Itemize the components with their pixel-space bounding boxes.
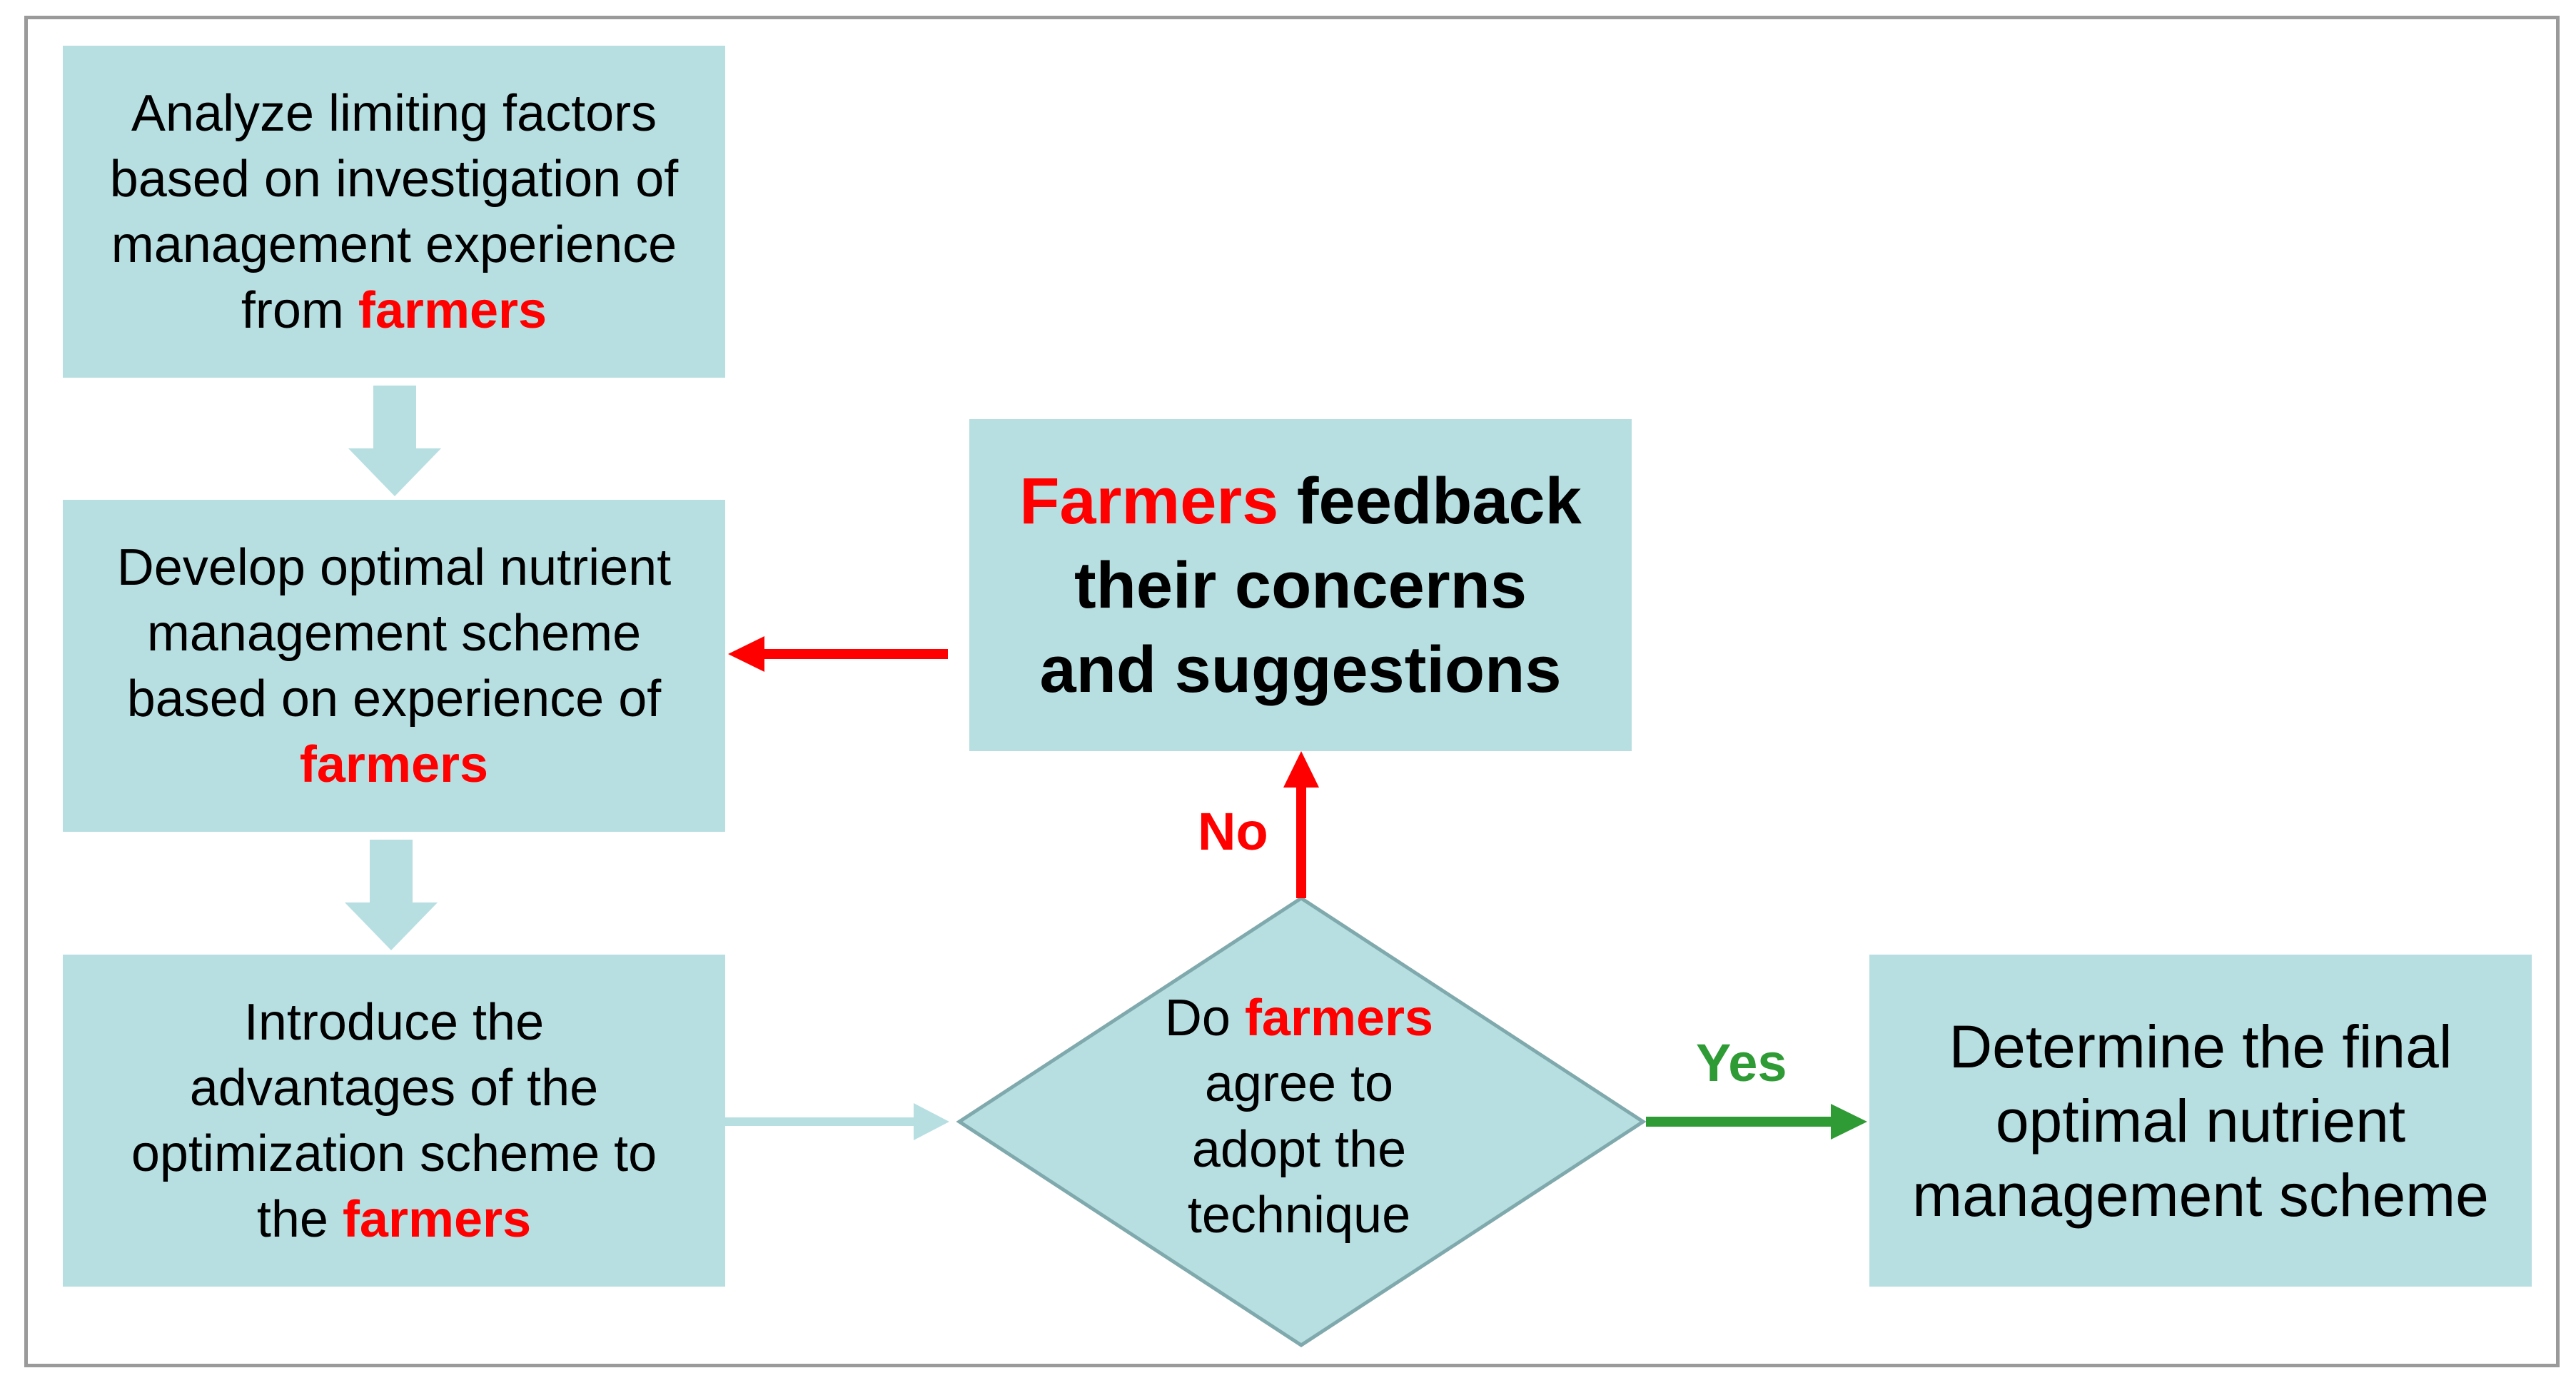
analyze-line-1: Analyze limiting factors [131,84,657,142]
feedback-line-3: and suggestions [1039,633,1562,706]
introduce-farmers-highlight: farmers [342,1190,532,1248]
introduce-line-3: optimization scheme to [131,1125,657,1182]
decision-text: Do farmers agree to adopt the technique [1113,985,1485,1248]
analyze-line-4: from farmers [110,278,679,343]
introduce-line-4-prefix: the [256,1190,343,1248]
no-label: No [1198,802,1268,861]
introduce-line-1: Introduce the [243,993,545,1051]
develop-farmers-highlight: farmers [299,735,489,793]
analyze-line-3: management experience [111,216,677,273]
develop-line-3: based on experience of [126,670,662,728]
decision-line-3: adopt the [1191,1121,1407,1178]
develop-line-1: Develop optimal nutrient [116,538,672,596]
step-analyze-box: Analyze limiting factors based on invest… [63,46,725,378]
analyze-farmers-highlight: farmers [358,281,547,339]
develop-line-2: management scheme [146,604,642,662]
decision-line-4: technique [1187,1187,1411,1244]
feedback-farmers-highlight: Farmers [1019,464,1279,538]
final-line-2: optimal nutrient [1995,1087,2406,1155]
yes-arrow [1646,1104,1867,1140]
decision-line-2: agree to [1204,1055,1394,1112]
analyze-line-4-prefix: from [241,281,358,339]
yes-label: Yes [1696,1033,1787,1092]
final-scheme-box: Determine the final optimal nutrient man… [1869,955,2532,1287]
analyze-line-2: based on investigation of [109,150,679,208]
feedback-line-1: Farmers feedback [1019,459,1582,543]
final-line-1: Determine the final [1949,1012,2453,1080]
feedback-line-1-rest: feedback [1278,464,1582,538]
decision-farmers-highlight: farmers [1244,990,1434,1047]
feedback-to-develop-arrow [728,636,948,672]
introduce-line-4: the farmers [131,1187,657,1252]
decision-line-1-prefix: Do [1164,990,1245,1047]
feedback-line-2: their concerns [1074,548,1527,622]
step-introduce-box: Introduce the advantages of the optimiza… [63,955,725,1287]
feedback-box: Farmers feedback their concerns and sugg… [969,419,1632,751]
no-arrow [1283,751,1319,898]
step-develop-box: Develop optimal nutrient management sche… [63,500,725,832]
final-line-3: management scheme [1912,1161,2489,1229]
arrow-introduce-decision [725,1103,949,1140]
decision-diamond [956,896,1647,1347]
down-arrow-analyze-develop [348,386,441,496]
decision-line-1: Do farmers [1113,985,1485,1051]
introduce-line-2: advantages of the [189,1059,599,1117]
diagram-frame [24,16,2560,1367]
down-arrow-develop-introduce [345,840,438,950]
